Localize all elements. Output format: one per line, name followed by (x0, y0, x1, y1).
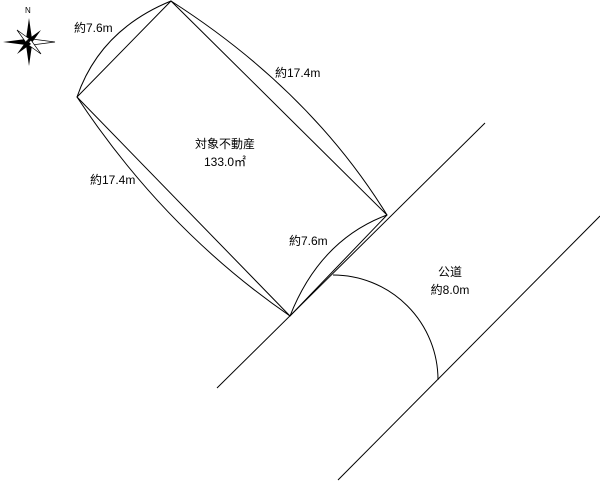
property-title: 対象不動産 (194, 137, 255, 151)
dimension-left: 約17.4m (90, 173, 136, 187)
dimension-arc-top-left (76, 0, 172, 98)
property-area: 133.0㎡ (203, 155, 247, 169)
dimension-top-left: 約7.6m (74, 21, 113, 35)
road-width: 約8.0m (430, 283, 470, 297)
compass-icon (3, 18, 56, 66)
road-width-arc (332, 274, 439, 381)
dimension-top-right: 約17.4m (275, 66, 321, 80)
road-edge-far (337, 215, 600, 481)
road-label: 公道 (437, 265, 462, 279)
dimension-arc-left (76, 96, 291, 317)
dimension-frontage: 約7.6m (289, 234, 328, 248)
dimension-arc-top-right (170, 0, 388, 216)
dimension-arc-frontage (289, 214, 388, 317)
road-edge-near (216, 122, 486, 389)
compass-north-label: N (25, 6, 31, 15)
